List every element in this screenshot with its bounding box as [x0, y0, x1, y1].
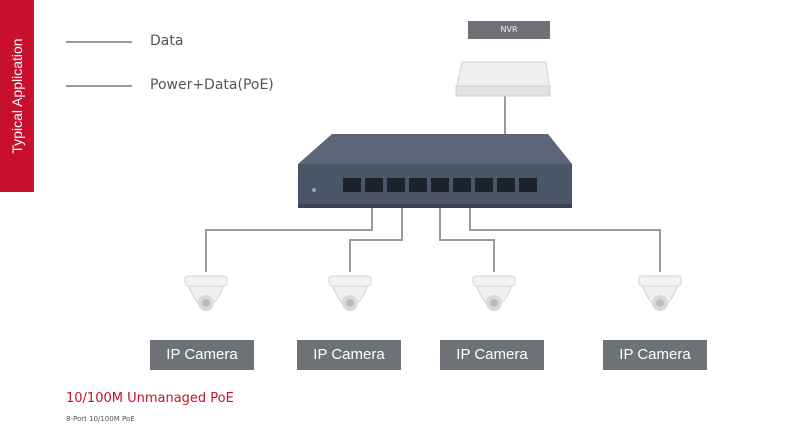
dome-camera-1	[184, 275, 228, 311]
dome-camera-2	[328, 275, 372, 311]
poe-line-1	[205, 208, 373, 272]
camera-label-2: IP Camera	[297, 340, 401, 370]
poe-line-3	[439, 208, 495, 272]
data-legend-label: Data	[150, 33, 184, 49]
poe-line-2	[349, 208, 403, 272]
nvr-label: NVR	[468, 21, 550, 39]
poe-legend-line	[66, 85, 132, 87]
dome-camera-3	[472, 275, 516, 311]
data-legend-line	[66, 41, 132, 43]
switch-ports	[343, 178, 537, 192]
nvr-device	[455, 61, 551, 97]
camera-label-4: IP Camera	[603, 340, 707, 370]
camera-label-1: IP Camera	[150, 340, 254, 370]
poe-lines	[205, 208, 661, 272]
product-subtitle: 8-Port 10/100M PoE	[66, 415, 135, 423]
product-title: 10/100M Unmanaged PoE	[66, 391, 234, 406]
poe-switch	[298, 134, 572, 208]
poe-line-4	[469, 208, 661, 272]
dome-camera-4	[638, 275, 682, 311]
camera-label-3: IP Camera	[440, 340, 544, 370]
poe-legend-label: Power+Data(PoE)	[150, 77, 274, 93]
sidebar-banner: Typical Application	[0, 0, 34, 192]
